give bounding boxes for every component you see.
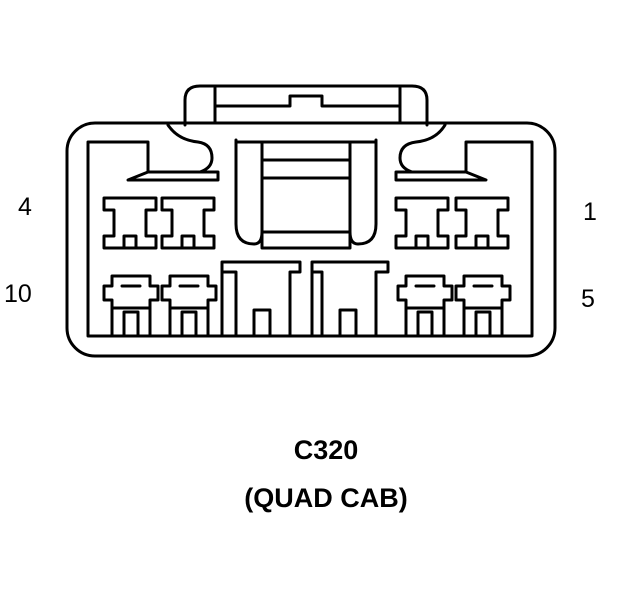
- upper-terminal: [160, 196, 216, 250]
- pin-label-4: 4: [18, 193, 32, 221]
- right-shelf: [394, 170, 488, 182]
- connector-housing: [65, 121, 557, 358]
- lower-terminal: [102, 274, 160, 338]
- pin-label-10: 10: [4, 280, 32, 308]
- upper-terminal: [454, 196, 510, 250]
- upper-terminal: [394, 196, 450, 250]
- lower-terminal-row: [102, 274, 512, 338]
- connector-cavity: [86, 140, 534, 338]
- center-lower-terminals: [220, 260, 390, 338]
- upper-terminal: [102, 196, 158, 250]
- lower-terminal: [396, 274, 454, 338]
- upper-terminal-row: [102, 196, 510, 250]
- lower-terminal: [160, 274, 218, 338]
- connector-latch: [183, 84, 429, 127]
- connector-id: C320: [294, 435, 359, 465]
- pin-label-5: 5: [581, 285, 595, 313]
- left-shelf: [126, 170, 220, 182]
- lower-terminal: [454, 274, 512, 338]
- pin-label-1: 1: [583, 198, 597, 226]
- connector-variant: (QUAD CAB): [244, 483, 407, 513]
- center-key: [166, 123, 447, 250]
